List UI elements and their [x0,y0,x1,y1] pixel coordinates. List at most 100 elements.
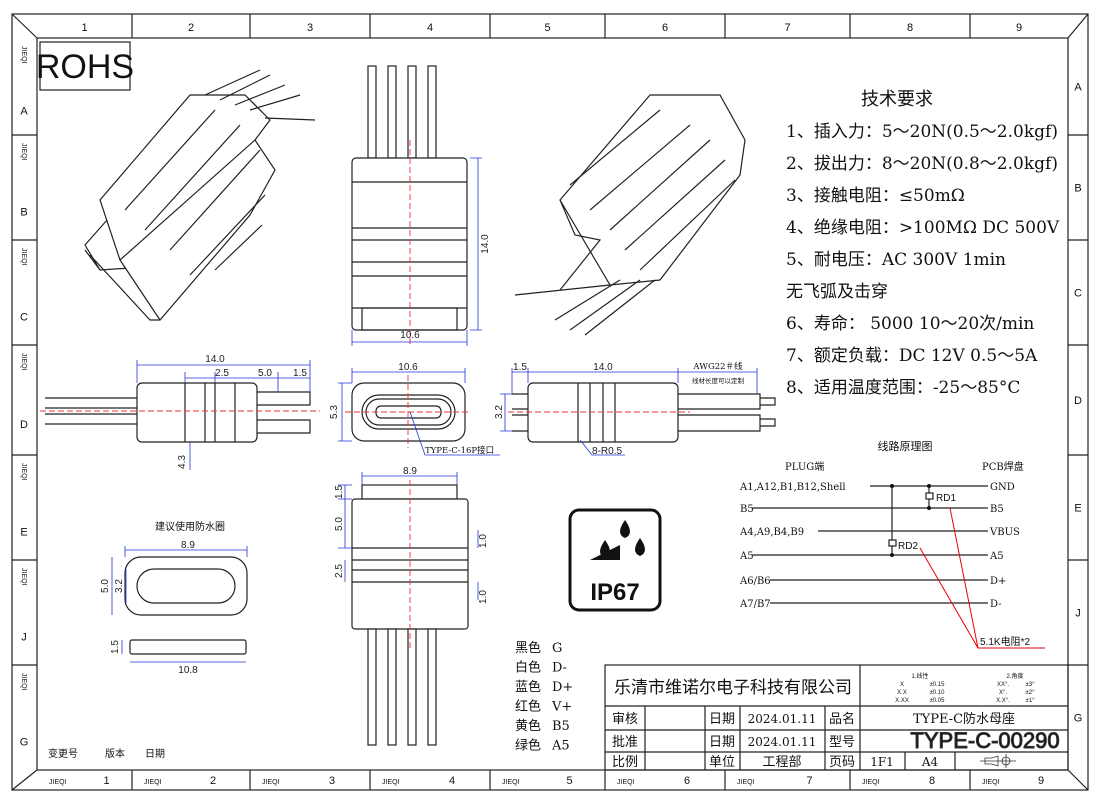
row-marker-left: A [20,106,28,118]
border-label: JIEQI [20,568,27,586]
dim-side-gap: 5.0 [258,368,272,379]
seal-title: 建议使用防水圈 [155,520,225,533]
wire-color-name: 黑色 [515,640,541,656]
tolerance-linear-value: ±0.05 [930,698,946,704]
dim-right-length: 14.0 [593,362,613,373]
dim-top-height: 14.0 [480,234,491,254]
front-view: 10.6 5.3 TYPE-C-16P接口 [329,362,500,456]
frame-corner-marks [11,13,1089,791]
circuit-left-pin: A5 [739,551,754,562]
row-marker: D [1074,395,1082,407]
water-drops-icon [590,520,645,560]
dim-right-pitch: 3.2 [494,405,505,419]
border-label: JIEQI [144,779,162,786]
technical-requirements: 技术要求 1、插入力：5～20N(0.5～2.0kgf)2、拔出力：8～20N(… [786,89,1060,398]
company-name: 乐清市维诺尔电子科技有限公司 [614,678,852,698]
dim-right-end: 1.5 [513,362,527,373]
column-marker-bottom: 3 [329,775,335,787]
dim-bottom-c: 2.5 [334,564,345,578]
page-number: 1F1 [870,755,894,769]
column-marker: 7 [784,22,790,34]
row-marker: B [1074,183,1081,195]
requirement-item: 1、插入力：5～20N(0.5～2.0kgf) [786,122,1058,142]
tolerance-angle-key: X.X°. [996,698,1010,704]
circuit-left-pin: A7/B7 [739,599,771,610]
wire-color-name: 红色 [515,699,541,715]
revision-change-no: 变更号 [48,747,78,760]
tolerance-angle-key: X°. [999,690,1007,696]
tolerance-linear-value: ±0.10 [930,690,946,696]
dim-side-end: 1.5 [293,368,307,379]
border-label: JIEQI [20,46,27,64]
dim-side-drop: 4.3 [177,455,188,469]
unit-value: 工程部 [762,755,801,770]
dim-seal-width: 8.9 [181,540,195,551]
page-label: 页码 [829,755,855,770]
column-marker: 2 [188,22,194,34]
border-label: JIEQI [20,463,27,481]
row-marker-left: B [20,207,27,219]
dim-front-width: 10.6 [398,362,418,373]
scale-label: 比例 [612,755,638,770]
tolerance-angle-value: ±2° [1025,690,1035,696]
row-marker-left: G [20,737,29,749]
border-label: JIEQI [49,779,67,786]
bottom-view: 8.9 1.5 5.0 2.5 1.0 1.0 [334,466,489,746]
circuit-right-pin: A5 [989,551,1004,562]
row-marker: G [1074,713,1083,725]
row-marker-left: E [20,527,27,539]
circuit-right-pin: VBUS [989,527,1020,538]
rohs-logo: ROHS [36,48,134,86]
dim-bottom-d: 1.0 [478,534,489,548]
circuit-left-pin: B5 [740,504,754,515]
review-label: 审核 [612,712,638,727]
row-marker: E [1074,503,1081,515]
border-label: JIEQI [20,143,27,161]
column-marker: 6 [662,22,668,34]
tolerance-angle-key: XX°. [997,682,1009,688]
tolerance-linear-key: X.XX [895,698,909,704]
tolerance-linear-title: 1.线性 [911,672,928,680]
unit-label: 单位 [709,755,735,770]
requirement-item: 无飞弧及击穿 [786,282,888,302]
revision-version: 版本 [105,747,125,760]
row-marker: C [1074,288,1082,300]
tolerance-angle-value: ±3° [1025,682,1035,688]
requirement-item: 5、耐电压：AC 300V 1min [786,250,1006,270]
circuit-right-pin: B5 [990,504,1004,515]
circuit-left-header: PLUG端 [785,460,824,473]
requirement-item: 7、额定负载：DC 12V 0.5～5A [786,346,1038,366]
row-marker-left: D [20,419,28,431]
requirements-title: 技术要求 [861,89,933,110]
wire-color-signal: B5 [552,719,570,734]
column-marker-bottom: 4 [449,775,455,787]
wire-color-signal: G [552,641,562,656]
column-marker: 8 [907,22,913,34]
paper-size: A4 [921,755,939,769]
circuit-right-pin: D- [990,599,1002,610]
column-marker: 9 [1016,22,1022,34]
rohs-box [39,41,131,91]
projection-symbol-icon [980,754,1016,768]
column-marker: 3 [307,22,313,34]
column-marker-bottom: 6 [684,775,690,787]
border-label: JIEQI [20,673,27,691]
date-2: 2024.01.11 [748,735,817,749]
border-label: JIEQI [737,779,755,786]
circuit-left-pin: A6/B6 [739,576,771,587]
requirement-item: 8、适用温度范围：-25～85°C [786,378,1020,398]
revision-date: 日期 [145,748,165,760]
circuit-title: 线路原理图 [878,439,933,453]
requirement-item: 6、寿命： 5000 10～20次/min [786,314,1034,334]
rd2-label: RD2 [898,541,918,552]
model-label: 型号 [829,735,855,750]
column-marker-bottom: 7 [806,775,812,787]
requirement-item: 4、绝缘电阻：>100MΩ DC 500V [786,218,1060,238]
border-label: JIEQI [862,779,880,786]
tolerance-linear-key: X [900,682,904,688]
column-marker-bottom: 2 [210,775,216,787]
column-marker-bottom: 8 [929,775,935,787]
